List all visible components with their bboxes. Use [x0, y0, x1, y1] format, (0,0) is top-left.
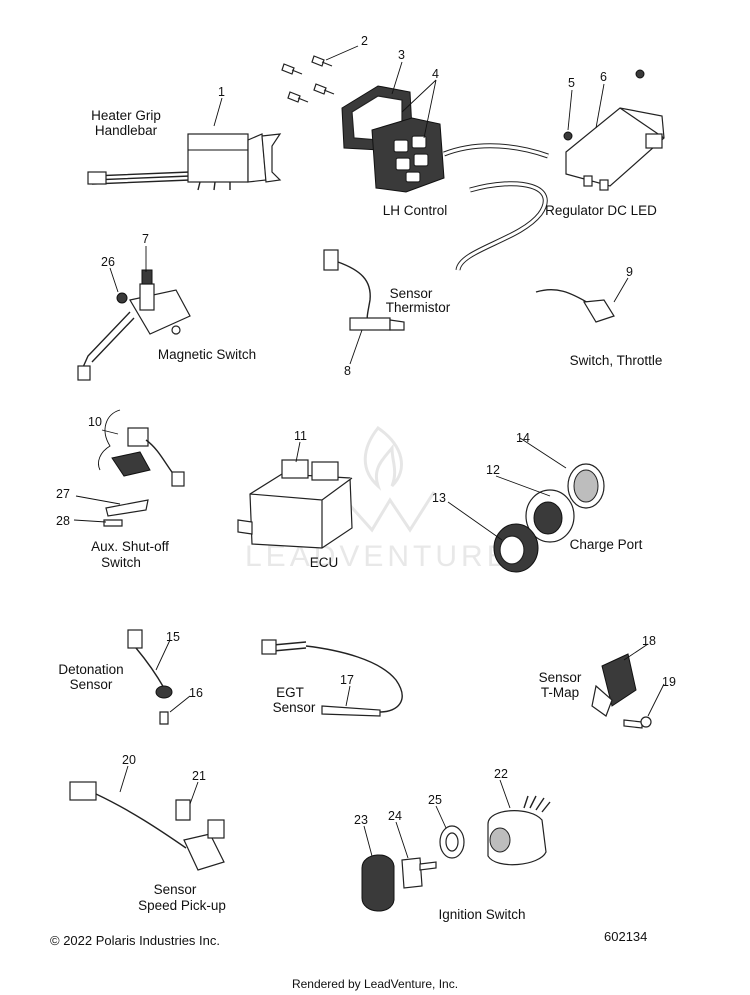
label-heater-grip-line2: Handlebar	[95, 123, 158, 138]
aux-shutoff-switch-part	[98, 409, 185, 527]
callout-numbers: 1 2 3 4 5 6 7 8 9 10 11 12 13 14 15 16 1…	[56, 34, 676, 827]
callout-10: 10	[88, 415, 102, 429]
section-labels: Heater Grip Handlebar LH Control Regulat…	[58, 108, 662, 922]
label-detonation-line2: Sensor	[70, 677, 113, 692]
label-egt-line2: Sensor	[273, 700, 316, 715]
lh-control-assembly	[341, 85, 549, 271]
diagram-number: 602134	[604, 929, 647, 944]
label-ignition-switch: Ignition Switch	[438, 907, 525, 922]
callout-18: 18	[642, 634, 656, 648]
bolts-item-2	[281, 55, 335, 103]
speed-pickup-part	[69, 781, 225, 871]
magnetic-switch-part	[77, 269, 191, 381]
callout-23: 23	[354, 813, 368, 827]
label-sensor-thermistor-line2: Thermistor	[386, 300, 451, 315]
charge-port-part	[493, 463, 605, 573]
callout-9: 9	[626, 265, 633, 279]
label-tmap-line1: Sensor	[539, 670, 582, 685]
sensor-thermistor-part	[323, 249, 405, 331]
label-aux-shutoff-line1: Aux. Shut-off	[91, 539, 169, 554]
callout-25: 25	[428, 793, 442, 807]
label-tmap-line2: T-Map	[541, 685, 579, 700]
callout-21: 21	[192, 769, 206, 783]
label-egt-line1: EGT	[276, 685, 304, 700]
label-switch-throttle: Switch, Throttle	[570, 353, 663, 368]
label-sensor-thermistor-line1: Sensor	[390, 286, 433, 301]
callout-24: 24	[388, 809, 402, 823]
label-speed-pickup-line1: Sensor	[154, 882, 197, 897]
label-lh-control: LH Control	[383, 203, 448, 218]
callout-14: 14	[516, 431, 530, 445]
regulator-dc-led	[563, 69, 665, 191]
callout-13: 13	[432, 491, 446, 505]
label-ecu: ECU	[310, 555, 339, 570]
label-heater-grip-line1: Heater Grip	[91, 108, 161, 123]
ecu-part	[237, 459, 353, 549]
callout-7: 7	[142, 232, 149, 246]
sensor-tmap-part	[591, 653, 652, 729]
callout-19: 19	[662, 675, 676, 689]
label-detonation-line1: Detonation	[58, 662, 123, 677]
callout-26: 26	[101, 255, 115, 269]
detonation-sensor-part	[127, 629, 173, 725]
callout-12: 12	[486, 463, 500, 477]
callout-28: 28	[56, 514, 70, 528]
callout-5: 5	[568, 76, 575, 90]
callout-20: 20	[122, 753, 136, 767]
callout-8: 8	[344, 364, 351, 378]
egt-sensor-part	[261, 639, 403, 717]
heater-grip-harness	[87, 133, 282, 191]
callout-3: 3	[398, 48, 405, 62]
switch-throttle-part	[535, 288, 615, 323]
callout-leaders	[73, 45, 665, 859]
callout-1: 1	[218, 85, 225, 99]
callout-27: 27	[56, 487, 70, 501]
callout-2: 2	[361, 34, 368, 48]
label-aux-shutoff-line2: Switch	[101, 555, 141, 570]
label-magnetic-switch: Magnetic Switch	[158, 347, 256, 362]
callout-4: 4	[432, 67, 439, 81]
callout-17: 17	[340, 673, 354, 687]
callout-6: 6	[600, 70, 607, 84]
ignition-switch-part	[361, 795, 551, 912]
label-regulator-dc-led: Regulator DC LED	[545, 203, 657, 218]
callout-15: 15	[166, 630, 180, 644]
callout-11: 11	[294, 429, 307, 443]
label-charge-port: Charge Port	[570, 537, 643, 552]
callout-22: 22	[494, 767, 508, 781]
callout-16: 16	[189, 686, 203, 700]
copyright-text: © 2022 Polaris Industries Inc.	[50, 933, 220, 948]
rendered-by-text: Rendered by LeadVenture, Inc.	[292, 977, 458, 991]
label-speed-pickup-line2: Speed Pick-up	[138, 898, 226, 913]
